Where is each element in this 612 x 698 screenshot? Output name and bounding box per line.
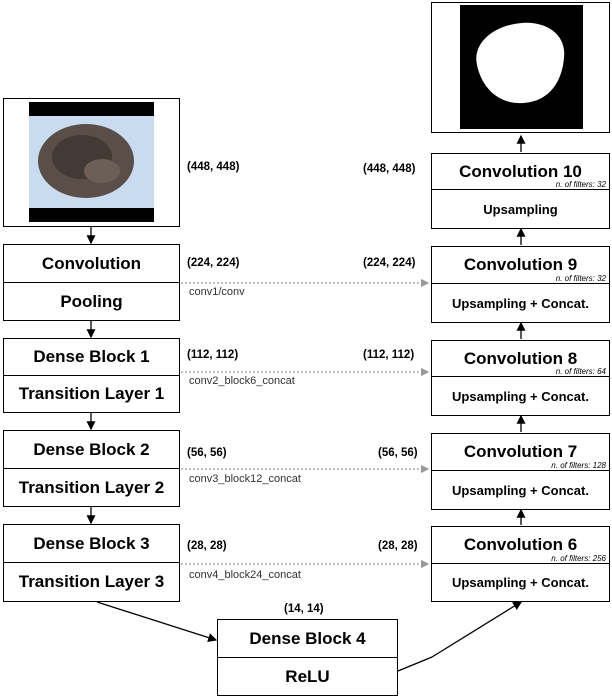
upsampling-6-block: Upsampling + Concat. [431, 563, 610, 602]
conv10-filters: n. of filters: 32 [555, 180, 606, 189]
skip-label-1: conv1/conv [189, 286, 245, 298]
dim-56-left: (56, 56) [187, 447, 227, 459]
convolution-10-label: Convolution 10 [459, 161, 582, 181]
transition-layer-1: Transition Layer 1 [3, 375, 180, 413]
arrow-relu-to-conv6-b [431, 601, 523, 658]
skip-label-4: conv4_block24_concat [189, 569, 301, 581]
dim-28-right: (28, 28) [378, 540, 418, 552]
dim-448-right: (448, 448) [363, 163, 416, 175]
upsampling-8-block: Upsampling + Concat. [431, 376, 610, 416]
pooling-label: Pooling [60, 291, 123, 311]
upsampling-7-label: Upsampling + Concat. [452, 482, 589, 498]
dim-224-right: (224, 224) [363, 257, 416, 269]
dense-block-2-label: Dense Block 2 [33, 439, 150, 459]
upsampling-10-label: Upsampling [483, 201, 558, 217]
dim-224-left: (224, 224) [187, 257, 240, 269]
arrow-relu-to-conv6 [397, 656, 433, 672]
mask-image [460, 5, 583, 129]
lesion-image [29, 102, 154, 222]
transition-layer-3-label: Transition Layer 3 [18, 572, 165, 591]
dense-block-1: Dense Block 1 [3, 338, 180, 376]
convolution-9-label: Convolution 9 [463, 255, 578, 274]
output-mask-frame [431, 2, 610, 133]
transition-layer-1-label: Transition Layer 1 [18, 384, 165, 403]
upsampling-7-block: Upsampling + Concat. [431, 470, 610, 510]
pooling-block: Pooling [3, 282, 180, 321]
dense-block-4: Dense Block 4 [217, 619, 398, 658]
dense-block-3-label: Dense Block 3 [33, 533, 150, 553]
dense-block-2: Dense Block 2 [3, 430, 180, 469]
upsampling-6-label: Upsampling + Concat. [452, 575, 589, 590]
convolution-6-label: Convolution 6 [463, 535, 578, 554]
transition-layer-3: Transition Layer 3 [3, 562, 180, 602]
skip-label-3: conv3_block12_concat [189, 473, 301, 485]
convolution-label: Convolution [41, 253, 142, 273]
conv6-filters: n. of filters: 256 [551, 554, 606, 563]
relu-label: ReLU [285, 666, 330, 686]
dense-block-4-label: Dense Block 4 [249, 628, 366, 648]
convolution-8-label: Convolution 8 [463, 348, 578, 368]
dim-112-right: (112, 112) [363, 349, 415, 361]
skip-label-2: conv2_block6_concat [189, 375, 295, 387]
dim-14: (14, 14) [284, 603, 324, 615]
upsampling-9-block: Upsampling + Concat. [431, 283, 610, 323]
dense-block-1-label: Dense Block 1 [33, 347, 150, 366]
relu-block: ReLU [217, 657, 398, 696]
transition-layer-2-label: Transition Layer 2 [18, 477, 165, 497]
conv7-filters: n. of filters: 128 [551, 461, 606, 470]
conv8-filters: n. of filters: 64 [555, 367, 606, 376]
dim-448-left: (448, 448) [187, 161, 240, 173]
conv9-filters: n. of filters: 32 [555, 274, 606, 283]
dim-112-left: (112, 112) [187, 349, 239, 361]
dim-56-right: (56, 56) [378, 447, 418, 459]
upsampling-10-block: Upsampling [431, 189, 610, 229]
upsampling-8-label: Upsampling + Concat. [452, 388, 589, 404]
dim-28-left: (28, 28) [187, 540, 227, 552]
arrow-tl3-to-db4 [96, 601, 218, 642]
convolution-7-label: Convolution 7 [463, 442, 578, 461]
dense-block-3: Dense Block 3 [3, 524, 180, 563]
upsampling-9-label: Upsampling + Concat. [452, 295, 589, 311]
input-image-frame [3, 98, 180, 227]
convolution-block: Convolution [3, 244, 180, 283]
transition-layer-2: Transition Layer 2 [3, 468, 180, 507]
